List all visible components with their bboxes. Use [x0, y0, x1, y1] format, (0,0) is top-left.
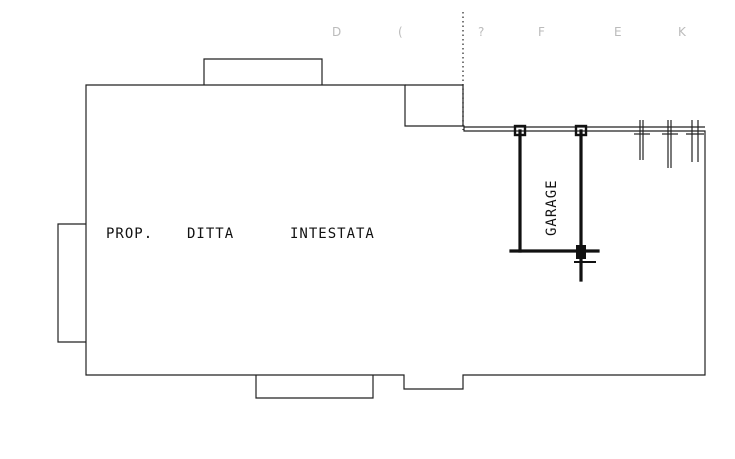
- garage-label: GARAGE: [544, 179, 560, 236]
- faint-letter: F: [538, 25, 545, 39]
- faint-letter: K: [678, 25, 687, 39]
- owner-word-prop: PROP.: [106, 226, 153, 242]
- facade-ticks: [634, 120, 704, 168]
- building-outline: [85, 84, 706, 390]
- garage-walls: [509, 124, 600, 282]
- owner-word-intestata: INTESTATA: [290, 226, 375, 242]
- faint-letter: ?: [478, 25, 484, 39]
- left-projection: [57, 223, 86, 343]
- faint-letter: (: [398, 25, 403, 39]
- room-label: PROP. DITTA INTESTATA: [106, 226, 375, 242]
- faint-letter: D: [332, 25, 341, 39]
- bottom-projection: [255, 375, 374, 399]
- owner-word-ditta: DITTA: [187, 226, 234, 242]
- faint-header: D ( ? F E K: [332, 25, 687, 39]
- faint-letter: E: [614, 25, 622, 39]
- top-projection: [203, 58, 323, 85]
- building-notch: [405, 84, 464, 126]
